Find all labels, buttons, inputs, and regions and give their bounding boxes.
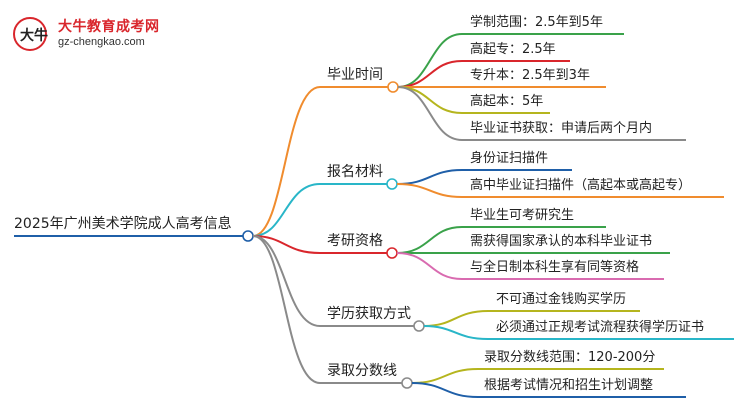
- branch-node-5: [401, 377, 413, 389]
- branch-application-materials: 报名材料: [327, 164, 383, 180]
- leaf-zhuanshengben: 专升本：2.5年到3年: [470, 68, 590, 83]
- branch-connector-4: [252, 235, 414, 327]
- leaf-connector-1-5: [397, 86, 686, 141]
- logo-mark-icon: 大牛: [12, 14, 56, 54]
- leaf-connector-4-2: [423, 325, 734, 340]
- branch-node-4: [413, 320, 425, 332]
- logo-mark-text: 大牛: [20, 27, 48, 44]
- root-node: [242, 230, 254, 242]
- leaf-gaoqiben: 高起本：5年: [470, 94, 544, 109]
- leaf-connector-1-1: [397, 33, 624, 88]
- branch-admission-score: 录取分数线: [327, 363, 397, 379]
- branch-connector-5: [252, 235, 402, 384]
- logo-url: gz-chengkao.com: [58, 36, 145, 48]
- leaf-diploma-timing: 毕业证书获取：申请后两个月内: [470, 121, 653, 136]
- logo-name: 大牛教育成考网: [58, 19, 160, 35]
- leaf-can-take-postgrad: 毕业生可考研究生: [470, 208, 575, 223]
- leaf-no-buying-degree: 不可通过金钱购买学历: [496, 292, 627, 307]
- leaf-score-range: 录取分数线范围：120-200分: [484, 350, 656, 365]
- leaf-connector-5-2: [411, 382, 686, 398]
- leaf-score-adjustment: 根据考试情况和招生计划调整: [484, 378, 654, 393]
- leaf-gaoqizhuan: 高起专：2.5年: [470, 42, 556, 57]
- branch-node-2: [386, 178, 398, 190]
- leaf-formal-exam-required: 必须通过正规考试流程获得学历证书: [496, 320, 705, 335]
- branch-connector-3: [252, 235, 387, 254]
- branch-connector-1: [252, 86, 388, 237]
- branch-node-3: [386, 247, 398, 259]
- leaf-study-duration-range: 学制范围：2.5年到5年: [470, 15, 603, 30]
- leaf-connector-2-2: [396, 183, 724, 198]
- root-topic: 2025年广州美术学院成人高考信息: [14, 216, 232, 232]
- leaf-equal-qualification: 与全日制本科生享有同等资格: [470, 260, 640, 275]
- site-logo[interactable]: 大牛 大牛教育成考网 gz-chengkao.com: [12, 14, 202, 54]
- leaf-connector-3-1: [396, 226, 606, 254]
- leaf-need-recognized-degree: 需获得国家承认的本科毕业证书: [470, 234, 653, 249]
- branch-degree-acquisition: 学历获取方式: [327, 306, 411, 322]
- leaf-id-scan: 身份证扫描件: [470, 151, 549, 166]
- leaf-connector-3-3: [396, 252, 664, 280]
- branch-postgrad-eligibility: 考研资格: [327, 233, 383, 249]
- branch-connector-2: [252, 183, 387, 237]
- branch-graduation-time: 毕业时间: [327, 67, 383, 83]
- leaf-connector-1-2: [397, 60, 570, 88]
- branch-node-1: [387, 81, 399, 93]
- leaf-highschool-diploma-scan: 高中毕业证扫描件（高起本或高起专）: [470, 178, 692, 193]
